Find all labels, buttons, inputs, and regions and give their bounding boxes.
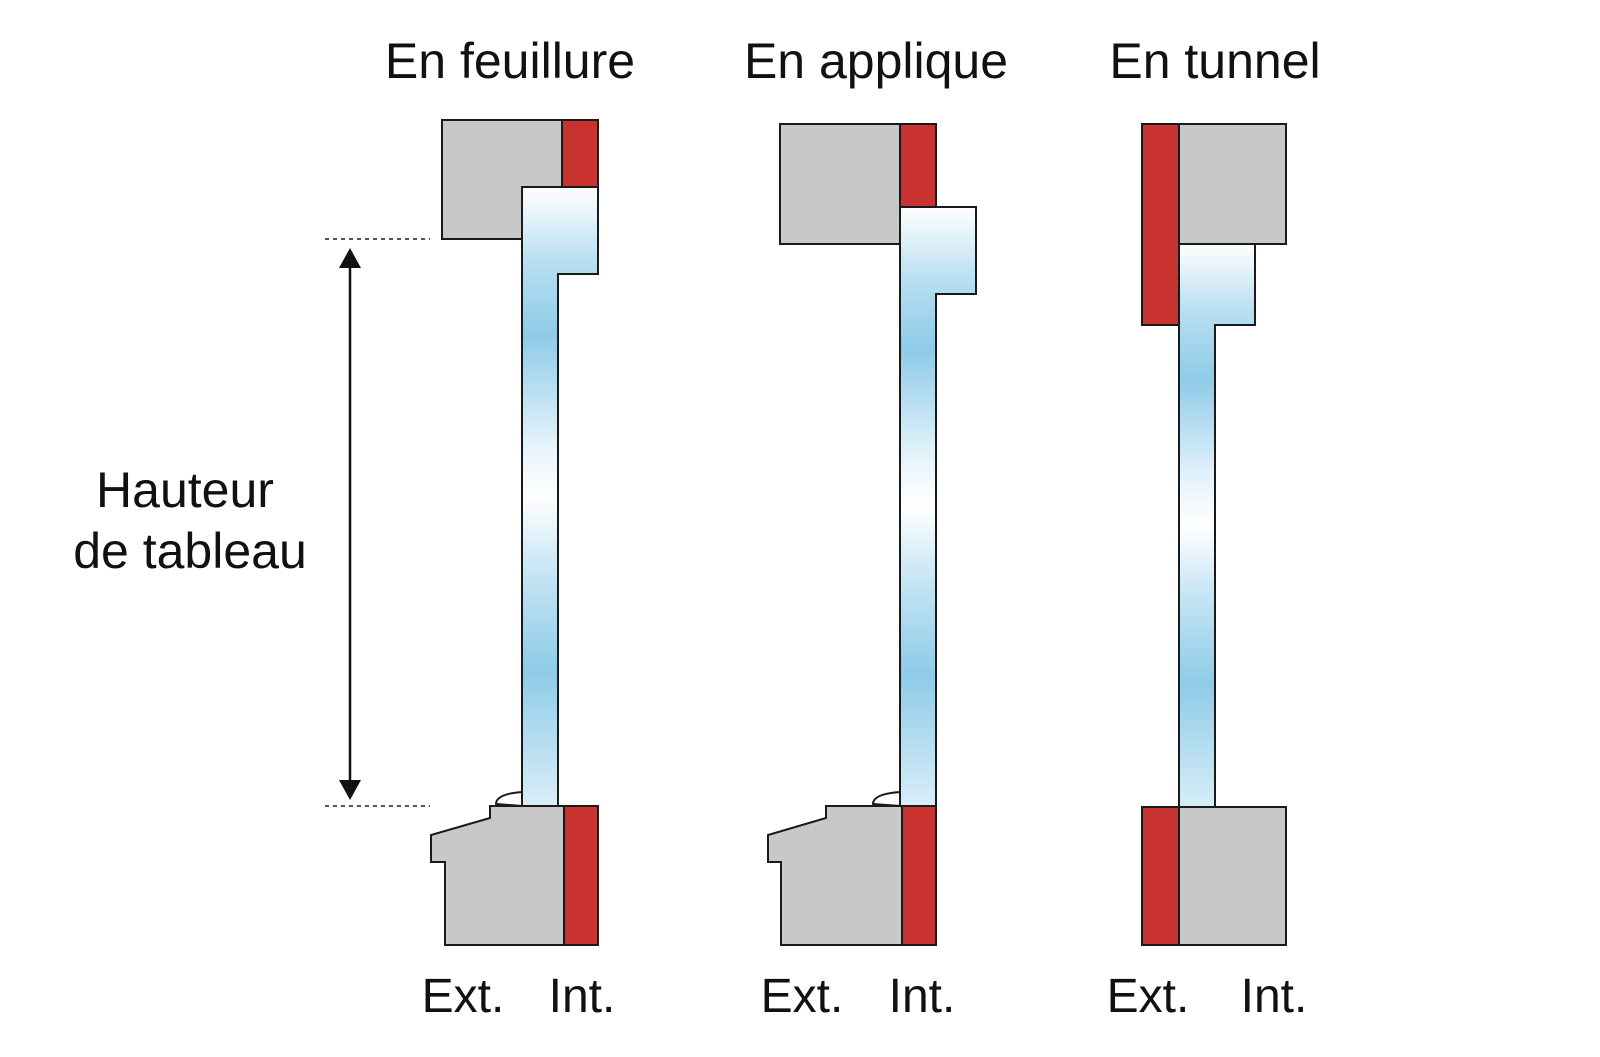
sill-frame: [430, 805, 565, 946]
dimension-label-line1: Hauteur: [96, 462, 274, 518]
exterior-label: Ext.: [1107, 970, 1190, 1023]
panel-tunnel: En tunnel Ext. Int.: [1107, 33, 1321, 1023]
lintel-frame: [779, 123, 901, 245]
window-drip: [494, 791, 523, 807]
sill-seal: [901, 805, 937, 946]
window-glazing: [1178, 243, 1256, 808]
arrow-up-icon: [339, 248, 361, 268]
exterior-label: Ext.: [761, 970, 844, 1023]
window-glazing: [899, 206, 977, 807]
dimension-hauteur-de-tableau: Hauteur de tableau: [73, 238, 430, 807]
lintel-seal: [1141, 123, 1180, 326]
sill-frame: [767, 805, 903, 946]
exterior-label: Ext.: [422, 970, 505, 1023]
sill-seal: [1141, 806, 1180, 946]
arrow-down-icon: [339, 780, 361, 800]
sill-seal: [563, 805, 599, 946]
panel-title-feuillure: En feuillure: [385, 33, 635, 89]
lintel-seal: [561, 119, 599, 188]
interior-label: Int.: [1241, 970, 1308, 1023]
window-glazing: [521, 186, 599, 807]
window-drip: [871, 791, 901, 807]
panel-applique: En applique Ext. Int.: [744, 33, 1008, 1023]
sill-frame: [1178, 806, 1287, 946]
panel-title-tunnel: En tunnel: [1109, 33, 1320, 89]
panel-title-applique: En applique: [744, 33, 1008, 89]
dimension-label-line2: de tableau: [73, 523, 307, 579]
interior-label: Int.: [889, 970, 956, 1023]
lintel-frame: [1178, 123, 1287, 245]
lintel-seal: [899, 123, 937, 208]
panel-feuillure: En feuillure Ext. Int.: [385, 33, 635, 1023]
interior-label: Int.: [549, 970, 616, 1023]
